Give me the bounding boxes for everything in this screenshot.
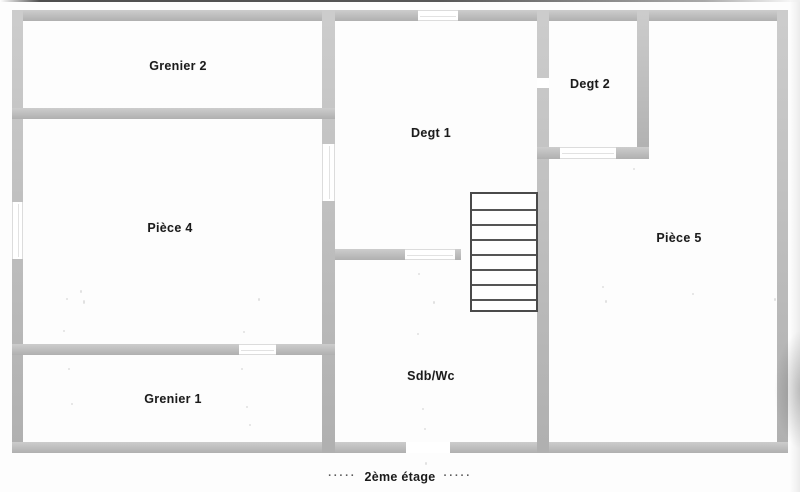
exterior-wall-bottom — [12, 442, 788, 453]
door-opening-bottom-sdb — [406, 442, 450, 453]
interior-wall-degt2-piece5 — [637, 10, 649, 158]
scan-speck — [63, 330, 65, 332]
room-label-degt-1: Degt 1 — [410, 126, 452, 140]
scan-speck — [71, 403, 73, 405]
plan-caption: ····· 2ème étage ····· — [0, 470, 800, 484]
scan-speck — [80, 290, 82, 293]
scan-speck — [602, 286, 604, 288]
scan-edge-top — [0, 0, 800, 2]
room-label-piece-5: Pièce 5 — [656, 231, 702, 245]
interior-wall-vertical-left-block — [322, 10, 335, 453]
scan-speck — [66, 298, 68, 300]
caption-text: 2ème étage — [364, 470, 436, 484]
scan-speck — [424, 428, 426, 430]
stair-tread — [472, 299, 536, 301]
door-opening-piece4-grenier1 — [239, 344, 276, 355]
scan-speck — [433, 301, 435, 304]
scan-speck — [243, 331, 245, 333]
window-top-degt1 — [418, 10, 458, 21]
room-label-degt-2: Degt 2 — [569, 77, 611, 91]
window-left-piece4 — [12, 202, 23, 259]
scan-speck — [417, 333, 419, 335]
scan-speck — [68, 368, 70, 370]
scan-speck — [633, 168, 635, 170]
caption-leading-dots: ····· — [328, 470, 357, 482]
interior-wall-grenier2-piece4 — [12, 108, 335, 119]
door-opening-degt2 — [560, 147, 616, 159]
scan-speck — [425, 462, 427, 465]
scan-speck — [774, 298, 776, 301]
scan-speck — [422, 408, 424, 410]
interior-wall-vertical-degt1-right — [537, 10, 549, 453]
room-label-grenier-2: Grenier 2 — [149, 59, 207, 73]
scan-speck — [605, 300, 607, 303]
exterior-wall-top — [12, 10, 788, 21]
interior-wall-degt1-sdb — [335, 249, 461, 260]
scan-speck — [692, 293, 694, 295]
stair-tread — [472, 269, 536, 271]
scan-speck — [258, 298, 260, 301]
door-opening-degt2-side — [537, 78, 549, 88]
staircase — [470, 192, 538, 312]
exterior-wall-right — [777, 10, 788, 453]
caption-trailing-dots: ····· — [443, 470, 472, 482]
stair-tread — [472, 254, 536, 256]
scan-speck — [246, 406, 248, 408]
scan-speck — [249, 424, 251, 426]
room-label-grenier-1: Grenier 1 — [144, 392, 202, 406]
stair-tread — [472, 284, 536, 286]
scan-speck — [241, 368, 243, 370]
scan-speck — [418, 273, 420, 275]
stair-tread — [472, 209, 536, 211]
room-label-piece-4: Pièce 4 — [147, 221, 193, 235]
stair-tread — [472, 239, 536, 241]
room-label-sdb-wc: Sdb/Wc — [407, 369, 455, 383]
door-opening-degt1-sdb — [405, 249, 455, 260]
interior-wall-piece4-grenier1 — [12, 344, 335, 355]
door-opening-spine-upper — [322, 144, 335, 201]
scan-edge-shading — [790, 0, 800, 492]
stair-tread — [472, 224, 536, 226]
scan-speck — [83, 300, 85, 304]
